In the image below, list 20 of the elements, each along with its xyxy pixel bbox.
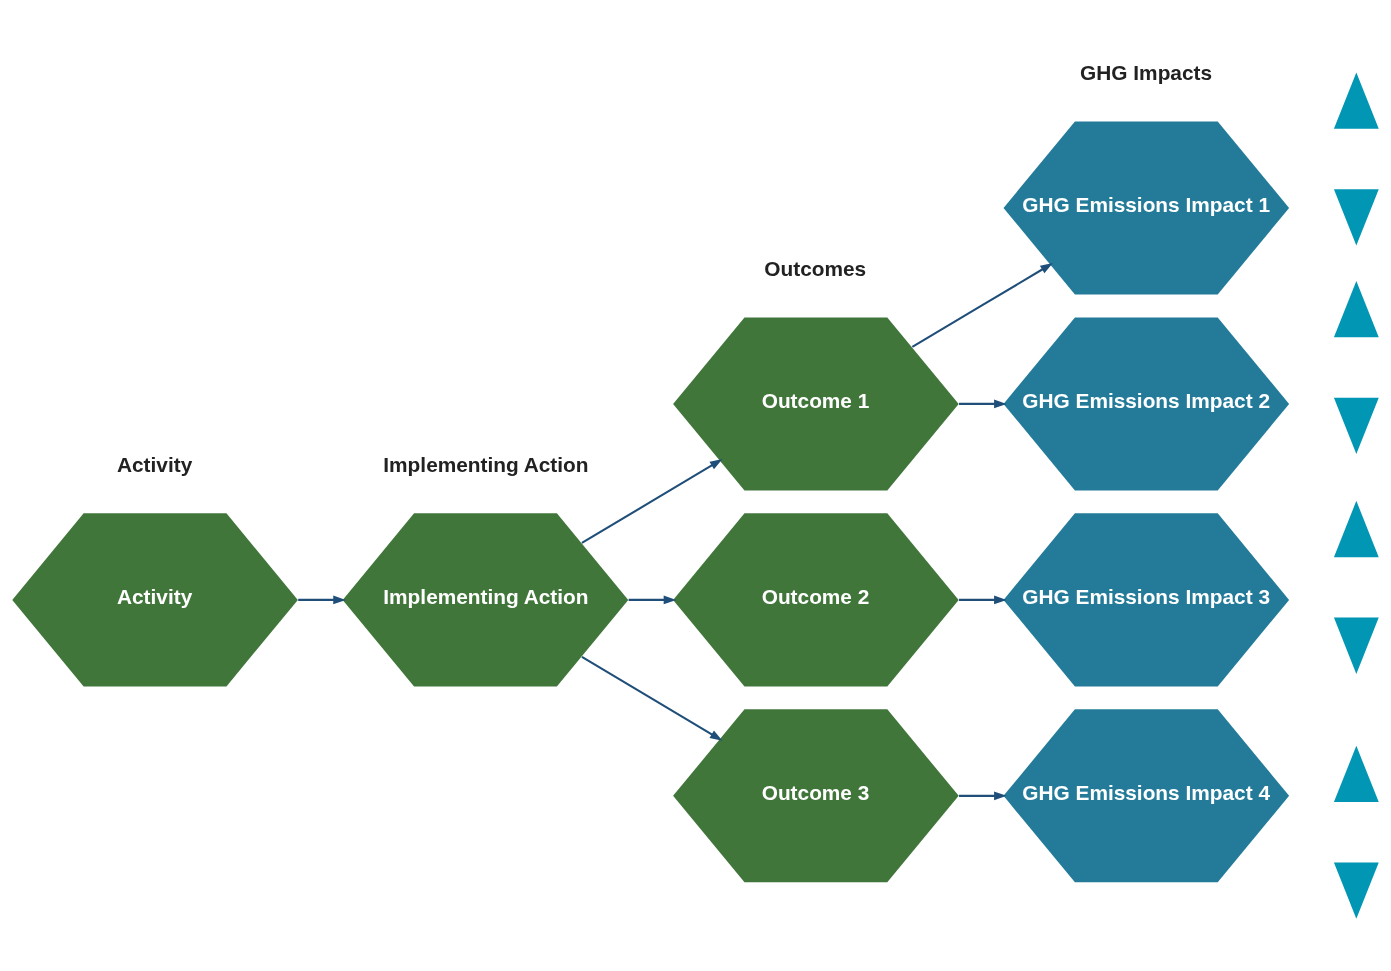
node-arrow bbox=[1333, 745, 1379, 802]
node-arrow bbox=[1333, 397, 1379, 454]
arrow bbox=[298, 595, 346, 604]
arrow bbox=[959, 399, 1007, 408]
node-arrow bbox=[1333, 188, 1379, 245]
node-arrow bbox=[1333, 617, 1379, 674]
node-arrow bbox=[1333, 280, 1379, 337]
arrow bbox=[628, 595, 677, 604]
label: Outcomes bbox=[764, 256, 867, 280]
arrow bbox=[581, 655, 723, 741]
arrow bbox=[959, 790, 1007, 800]
node-arrow bbox=[1333, 500, 1379, 557]
arrow bbox=[911, 262, 1053, 348]
label: Implementing Action bbox=[383, 452, 589, 476]
arrow bbox=[959, 595, 1007, 604]
arrow bbox=[581, 458, 723, 544]
node-arrow bbox=[1333, 71, 1379, 129]
label: GHG Impacts bbox=[1080, 60, 1213, 84]
label: Activity bbox=[117, 452, 193, 476]
node-arrow bbox=[1333, 862, 1379, 919]
